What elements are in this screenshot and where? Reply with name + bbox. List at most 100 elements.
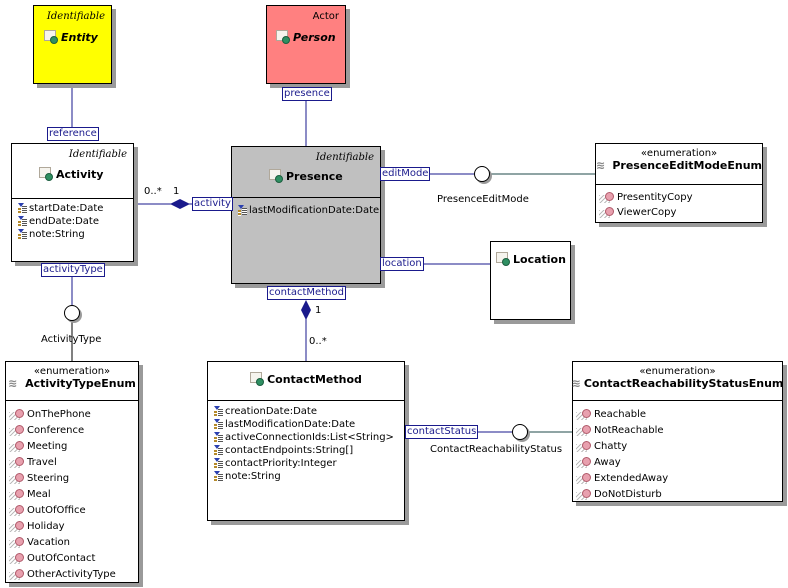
attribute[interactable]: activeConnectionIds:List<String> xyxy=(214,431,394,444)
interface-presence-edit-mode-label: PresenceEditMode xyxy=(437,194,529,205)
entity-name: Entity xyxy=(61,30,98,44)
interface-contact-reachability-icon[interactable] xyxy=(512,424,528,440)
enum-literal[interactable]: Steering xyxy=(9,471,116,487)
enum-presence-edit-mode[interactable]: «enumeration» ≋ PresenceEditModeEnum Pre… xyxy=(595,143,763,223)
class-entity[interactable]: Identifiable Entity xyxy=(33,5,112,84)
class-icon xyxy=(269,169,283,183)
activity-title: Activity xyxy=(39,167,103,181)
attribute[interactable]: lastModificationDate:Date xyxy=(238,204,379,217)
enum-divider xyxy=(596,184,762,185)
contactmethod-composition-diamond xyxy=(301,300,311,320)
interface-activity-type-icon[interactable] xyxy=(64,305,80,321)
activity-type-literals: OnThePhone Conference Meeting Travel Ste… xyxy=(9,407,116,583)
presence-edit-mode-literals: PresentityCopy ViewerCopy xyxy=(599,190,693,220)
attribute[interactable]: note:String xyxy=(18,228,103,241)
enum-literal[interactable]: Chatty xyxy=(576,439,668,455)
class-location[interactable]: Location xyxy=(490,241,571,320)
enum-contact-reachability-status[interactable]: «enumeration» ≋ ContactReachabilityStatu… xyxy=(572,361,783,502)
literal-icon xyxy=(9,409,25,421)
role-contact-method[interactable]: contactMethod xyxy=(267,286,346,300)
attribute-icon xyxy=(214,471,224,482)
attribute-icon xyxy=(18,229,28,240)
attribute[interactable]: contactEndpoints:String[] xyxy=(214,444,394,457)
literal-icon xyxy=(9,473,25,485)
enum-literal[interactable]: DoNotDisturb xyxy=(576,487,668,503)
location-title: Location xyxy=(496,252,566,266)
enum-literal[interactable]: Conference xyxy=(9,423,116,439)
enum-stereotype: «enumeration» xyxy=(639,366,716,377)
enum-literal[interactable]: NotReachable xyxy=(576,423,668,439)
attribute[interactable]: note:String xyxy=(214,470,394,483)
literal-icon xyxy=(9,489,25,501)
attribute-icon xyxy=(214,445,224,456)
literal-icon xyxy=(9,569,25,581)
enum-stereotype: «enumeration» xyxy=(33,366,111,377)
role-edit-mode[interactable]: editMode xyxy=(380,167,431,181)
enum-activity-type[interactable]: «enumeration» ≋ ActivityTypeEnum OnThePh… xyxy=(5,361,139,583)
attribute[interactable]: startDate:Date xyxy=(18,202,103,215)
class-presence[interactable]: Identifiable Presence lastModificationDa… xyxy=(231,146,381,284)
multiplicity-activity-one: 1 xyxy=(173,186,180,197)
enum-literal[interactable]: PresentityCopy xyxy=(599,190,693,205)
contact-method-name: ContactMethod xyxy=(267,372,362,386)
enum-literal[interactable]: ViewerCopy xyxy=(599,205,693,220)
enum-literal[interactable]: OutOfContact xyxy=(9,551,116,567)
activity-attributes: startDate:Date endDate:Date note:String xyxy=(18,202,103,241)
person-name: Person xyxy=(293,30,336,44)
contact-method-attributes: creationDate:Date lastModificationDate:D… xyxy=(214,405,394,483)
attribute[interactable]: endDate:Date xyxy=(18,215,103,228)
attribute-icon xyxy=(214,419,224,430)
enum-literal[interactable]: ExtendedAway xyxy=(576,471,668,487)
activity-divider xyxy=(12,198,133,199)
enum-literal[interactable]: Reachable xyxy=(576,407,668,423)
contact-reachability-title: ≋ ContactReachabilityStatusEnum xyxy=(571,376,784,390)
contact-method-divider xyxy=(208,400,404,401)
entity-title: Entity xyxy=(44,30,98,44)
class-icon xyxy=(39,167,53,181)
class-person[interactable]: Actor Person xyxy=(266,5,346,84)
enum-literal[interactable]: Meeting xyxy=(9,439,116,455)
presence-stereotype: Identifiable xyxy=(315,152,374,163)
enum-literal[interactable]: Meal xyxy=(9,487,116,503)
enum-literal[interactable]: OnThePhone xyxy=(9,407,116,423)
enumeration-icon: ≋ xyxy=(596,158,606,172)
attribute-icon xyxy=(214,458,224,469)
class-activity[interactable]: Identifiable Activity startDate:Date end… xyxy=(11,143,134,262)
literal-icon xyxy=(599,206,615,219)
enum-literal[interactable]: Vacation xyxy=(9,535,116,551)
enum-literal[interactable]: OtherActivityType xyxy=(9,567,116,583)
literal-icon xyxy=(9,441,25,453)
literal-icon xyxy=(576,425,592,437)
attribute[interactable]: creationDate:Date xyxy=(214,405,394,418)
enum-literal[interactable]: Travel xyxy=(9,455,116,471)
enum-literal[interactable]: OutOfOffice xyxy=(9,503,116,519)
attribute[interactable]: lastModificationDate:Date xyxy=(214,418,394,431)
role-location[interactable]: location xyxy=(380,257,424,271)
class-contact-method[interactable]: ContactMethod creationDate:Date lastModi… xyxy=(207,361,405,521)
literal-icon xyxy=(576,473,592,485)
role-contact-status[interactable]: contactStatus xyxy=(405,425,479,439)
literal-icon xyxy=(599,191,615,204)
role-presence[interactable]: presence xyxy=(282,87,332,101)
attribute-icon xyxy=(18,203,28,214)
literal-icon xyxy=(9,425,25,437)
attribute[interactable]: contactPriority:Integer xyxy=(214,457,394,470)
role-reference[interactable]: reference xyxy=(47,127,99,141)
activity-name: Activity xyxy=(56,167,104,181)
location-name: Location xyxy=(513,252,566,266)
enum-literal[interactable]: Away xyxy=(576,455,668,471)
attribute-icon xyxy=(214,432,224,443)
role-activity-type[interactable]: activityType xyxy=(41,263,105,277)
presence-title: Presence xyxy=(269,169,343,183)
enum-literal[interactable]: Holiday xyxy=(9,519,116,535)
literal-icon xyxy=(576,489,592,501)
person-stereotype: Actor xyxy=(312,11,339,22)
interface-presence-edit-mode-icon[interactable] xyxy=(474,166,490,182)
multiplicity-contact-many: 0..* xyxy=(309,336,327,347)
attribute-icon xyxy=(18,216,28,227)
interface-activity-type-label: ActivityType xyxy=(41,334,102,345)
activity-composition-diamond xyxy=(170,199,190,209)
role-activity[interactable]: activity xyxy=(192,197,233,211)
attribute-icon xyxy=(214,406,224,417)
